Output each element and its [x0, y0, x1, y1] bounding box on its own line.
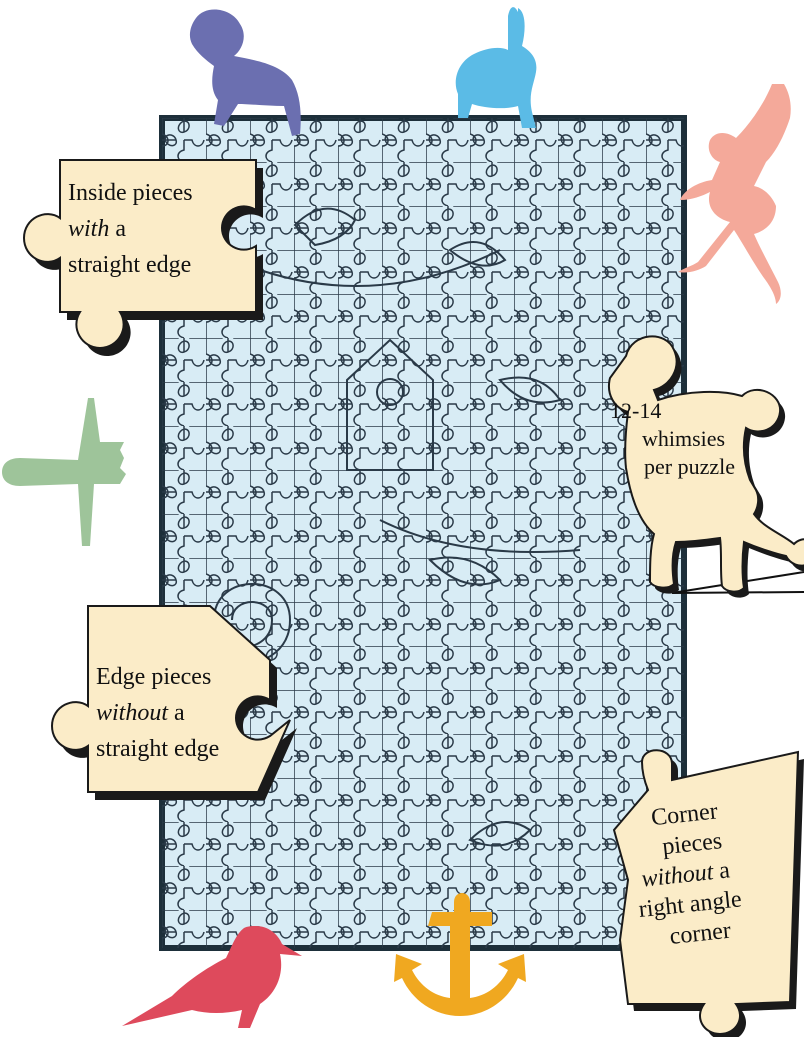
edge-line-1: Edge pieces	[96, 664, 211, 690]
whimsies-line-2: whimsies	[642, 426, 725, 451]
inside-line-2-em: with	[68, 216, 109, 242]
whimsies-line-3: per puzzle	[644, 454, 735, 479]
dancer-icon	[678, 84, 791, 304]
rabbit-icon	[456, 7, 537, 128]
edge-line-2-rest: a	[168, 700, 185, 726]
inside-line-2: with a	[68, 216, 126, 242]
whimsies-line-1: 12-14	[610, 398, 661, 423]
inside-line-3: straight edge	[68, 252, 191, 278]
corner-line-3-rest: a	[712, 857, 732, 885]
inside-line-2-rest: a	[109, 216, 126, 242]
inside-line-1: Inside pieces	[68, 180, 193, 206]
edge-line-2: without a	[96, 700, 185, 726]
puzzle-board	[162, 118, 684, 948]
airplane-icon	[2, 398, 126, 546]
edge-line-3: straight edge	[96, 736, 219, 762]
edge-line-2-em: without	[96, 700, 169, 726]
